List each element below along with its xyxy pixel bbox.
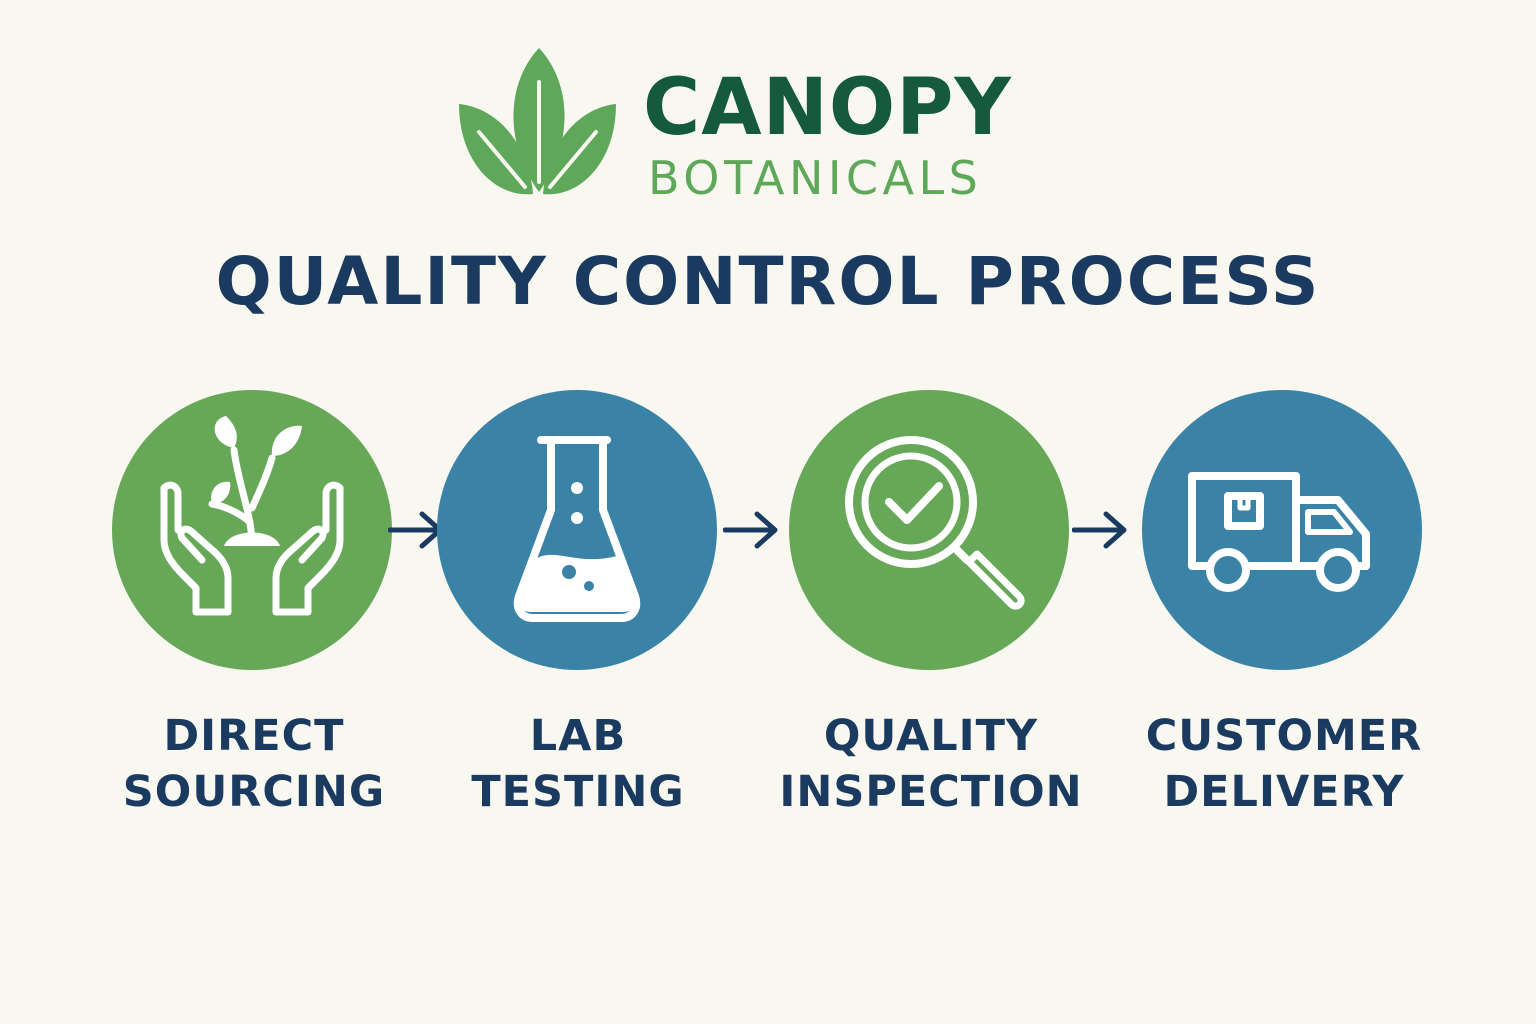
step-label-line1: LAB [529, 711, 627, 761]
step-label-line2: INSPECTION [779, 767, 1083, 817]
step-label-line2: TESTING [471, 767, 685, 817]
arrow-right-icon [1072, 511, 1127, 549]
step-direct-sourcing-circle [112, 390, 392, 670]
step-lab-testing-circle [437, 390, 717, 670]
brand-logo [455, 42, 620, 202]
hands-holding-plant-icon [160, 416, 344, 616]
flask-icon [513, 436, 641, 622]
step-label-quality-inspection: QUALITY INSPECTION [761, 708, 1101, 820]
three-leaves-icon [459, 48, 616, 195]
brand-subtitle: BOTANICALS [648, 151, 983, 205]
step-label-line1: CUSTOMER [1145, 711, 1423, 761]
step-label-direct-sourcing: DIRECT SOURCING [84, 708, 424, 820]
arrow-right-icon [723, 511, 778, 549]
step-label-line2: SOURCING [122, 767, 386, 817]
step-label-lab-testing: LAB TESTING [408, 708, 748, 820]
step-customer-delivery-circle [1142, 390, 1422, 670]
delivery-truck-icon [1188, 472, 1370, 592]
step-label-line1: DIRECT [163, 711, 345, 761]
magnifier-check-icon [845, 436, 1025, 610]
step-label-customer-delivery: CUSTOMER DELIVERY [1114, 708, 1454, 820]
page-title: QUALITY CONTROL PROCESS [215, 243, 1321, 320]
step-label-line2: DELIVERY [1163, 767, 1405, 817]
brand-name: CANOPY [643, 63, 1012, 153]
step-quality-inspection-circle [789, 390, 1069, 670]
step-label-line1: QUALITY [823, 711, 1039, 761]
